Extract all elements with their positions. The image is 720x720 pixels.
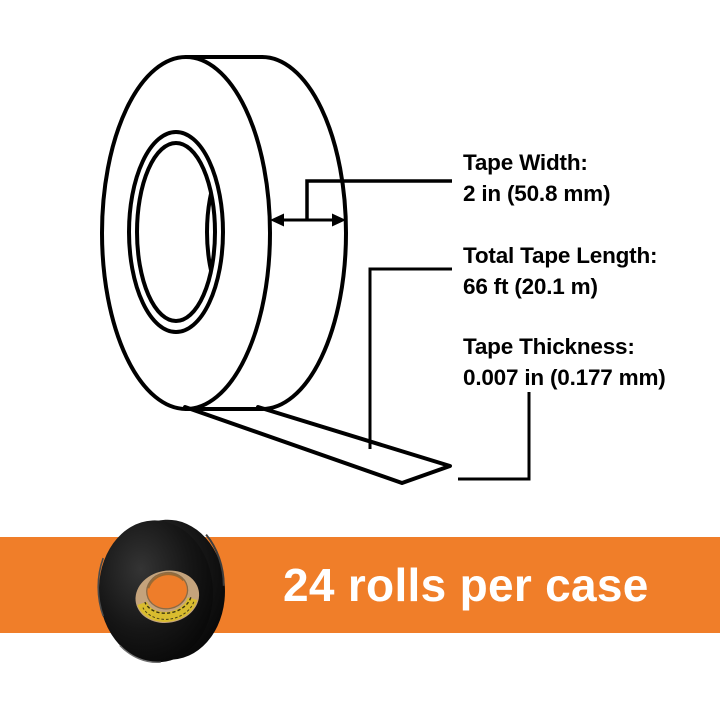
tape-roll-photo (97, 519, 225, 664)
spec-tape-thickness: Tape Thickness: 0.007 in (0.177 mm) (463, 331, 666, 393)
length-leader-line (368, 267, 452, 449)
width-leader-line (305, 179, 452, 220)
spec-label: Tape Width: (463, 150, 588, 175)
spec-value: 2 in (50.8 mm) (463, 181, 611, 206)
spec-label: Total Tape Length: (463, 243, 658, 268)
roll-back-edge (260, 55, 348, 411)
spec-value: 66 ft (20.1 m) (463, 274, 598, 299)
spec-tape-width: Tape Width: 2 in (50.8 mm) (463, 147, 610, 209)
core-inner-ring (135, 141, 217, 323)
core-label-band (137, 597, 198, 622)
core-group (135, 570, 200, 624)
thickness-leader-line (458, 392, 531, 481)
core-label-text-row-2 (142, 601, 195, 620)
banner-text: 24 rolls per case (283, 559, 649, 611)
core-label-text-row (144, 597, 192, 614)
tape-roll-photo-group (97, 519, 225, 664)
core-hole-inner-shadow (147, 573, 185, 589)
arrow-left-head (270, 213, 284, 227)
side-sheen-highlight (205, 534, 225, 586)
left-rim-highlight (97, 557, 104, 617)
tape-roll-line-drawing (100, 55, 531, 485)
arrow-right-head (332, 213, 346, 227)
tape-strip (183, 405, 452, 485)
roll-outline (100, 55, 452, 485)
spec-tape-length: Total Tape Length: 66 ft (20.1 m) (463, 240, 657, 302)
core-hole-edge (146, 571, 189, 610)
core-hole (147, 573, 188, 609)
core-back-edge (205, 143, 215, 321)
spec-value: 0.007 in (0.177 mm) (463, 365, 666, 390)
bottom-rim-highlight (119, 644, 161, 664)
spec-label: Tape Thickness: (463, 334, 635, 359)
